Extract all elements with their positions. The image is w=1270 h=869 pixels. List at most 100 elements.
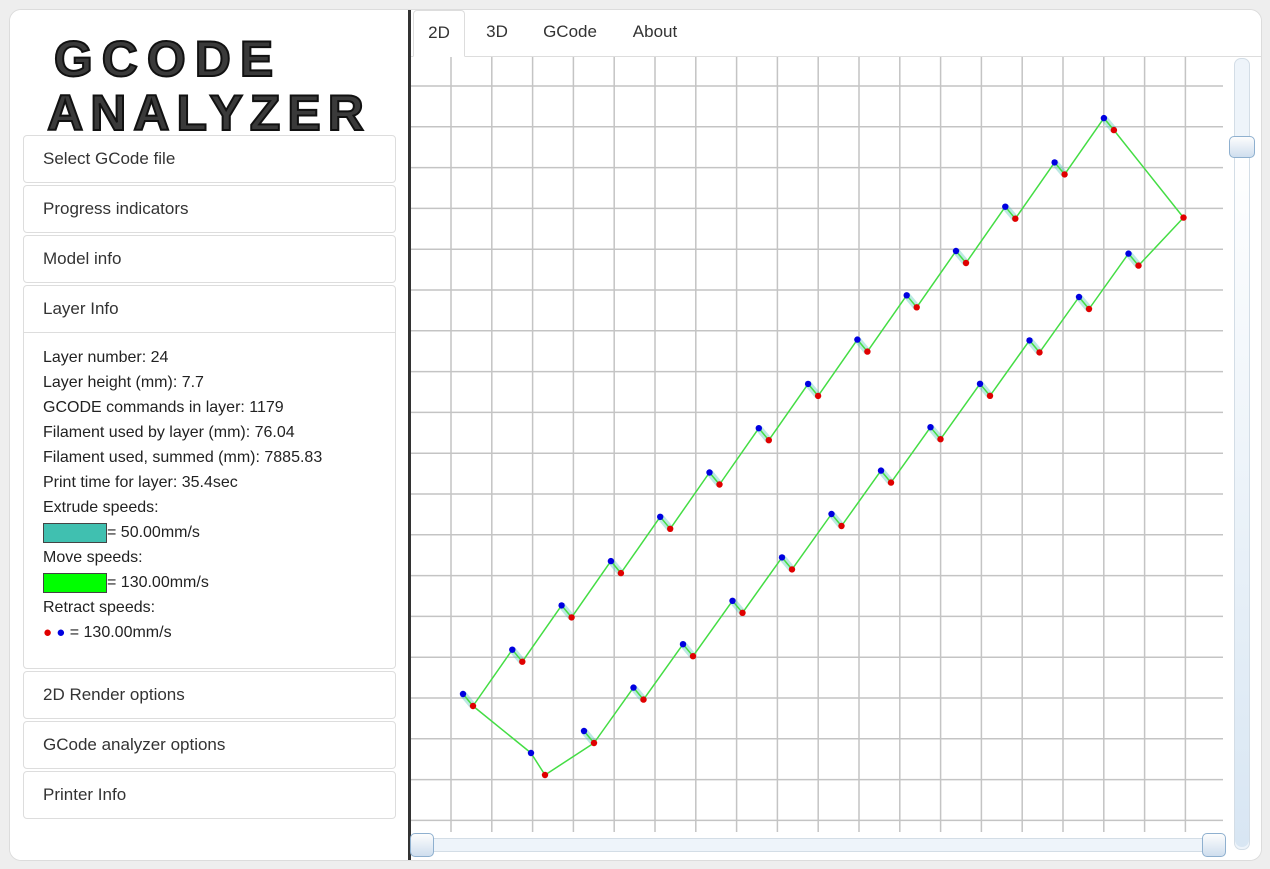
move-segment [620,516,661,574]
layer-slider-range [1235,149,1249,847]
retract-dot-blue [1125,250,1132,257]
retract-dot-blue [927,424,934,431]
move-segment [570,560,612,618]
layer-slider[interactable] [1229,58,1255,850]
move-segment [866,294,908,353]
layer-slider-handle[interactable] [1229,136,1255,158]
render-canvas[interactable] [411,57,1231,837]
move-segment [472,649,513,707]
retract-dot-blue [679,641,687,648]
render-options-heading[interactable]: 2D Render options [43,685,185,704]
logo-line2: ANALYZER [47,85,371,136]
retract-dot-blue [509,646,516,653]
retract-dot-blue [459,690,467,698]
retract-dot-red [541,771,549,779]
retract-dot-blue [729,597,736,604]
move-segment [1014,161,1056,220]
retract-dot-red [1085,305,1093,313]
retract-dot-blue [778,554,786,561]
retract-dot-blue [952,247,960,255]
retract-dot-blue [755,425,762,432]
layer-info-heading[interactable]: Layer Info [24,286,395,333]
retract-dots-icon: ● ● [43,624,66,641]
move-segment [965,206,1006,264]
tab-2d[interactable]: 2D [413,10,465,57]
move-speed-row: = 130.00mm/s [43,570,395,595]
move-speed-value: = 130.00mm/s [107,574,209,591]
retract-dot-blue [527,749,535,757]
range-end-handle[interactable] [1202,833,1226,857]
print-time-layer: Print time for layer: 35.4sec [43,474,238,491]
extrude-speeds-label: Extrude speeds: [43,499,159,516]
retract-dot-red [617,569,625,577]
move-segment [939,383,981,440]
move-segment [989,339,1031,397]
extrude-color-swatch [43,522,107,543]
main-area: 2D 3D GCode About [410,10,1261,860]
retract-dot-red [519,658,526,665]
filament-used-summed: Filament used, summed (mm): 7885.83 [43,449,323,466]
move-segment [768,383,809,441]
retract-dot-blue [976,380,984,387]
logo-line1: GCODE [54,31,282,87]
range-start-handle[interactable] [410,833,434,857]
retract-dot-red [568,614,575,621]
logo-line1-outline: GCODE [54,31,282,87]
tab-3d[interactable]: 3D [486,22,508,41]
retract-dot-blue [804,380,812,388]
move-segment [521,604,563,663]
progress-indicators-panel[interactable]: Progress indicators [23,185,396,233]
move-segment [593,687,635,744]
retract-speed-value: = 130.00mm/s [65,624,172,641]
move-segment [890,426,932,484]
tab-about[interactable]: About [632,22,678,41]
filament-used-layer: Filament used by layer (mm): 76.04 [43,424,295,441]
move-segment [1113,129,1185,219]
retract-dot-blue [558,602,565,609]
retract-dot-red [788,566,796,573]
retract-dot-red [1061,171,1068,178]
view-tabs: 2D 3D GCode About [411,10,1261,57]
move-segment [1137,217,1185,267]
retract-dot-red [838,522,845,530]
retract-dot-red [469,702,477,710]
retract-dot-red [716,481,723,488]
move-segment [544,742,595,776]
extrude-speed-row: = 50.00mm/s [43,520,395,545]
move-segment [692,600,734,657]
retract-dot-red [986,392,994,399]
retract-dot-blue [903,292,910,299]
render-options-panel[interactable]: 2D Render options [23,671,396,719]
move-segment [1063,117,1105,175]
retract-dot-red [1036,349,1043,356]
select-gcode-file-panel[interactable]: Select GCode file [23,135,396,183]
move-segment [669,472,711,530]
move-segment [791,513,833,570]
move-segment [916,250,957,308]
move-color-swatch [43,572,107,593]
move-speeds-label: Move speeds: [43,549,143,566]
extrude-speed-value: = 50.00mm/s [107,524,200,541]
retract-dot-blue [706,469,713,476]
model-info-panel[interactable]: Model info [23,235,396,283]
retract-dot-red [937,436,944,443]
move-segment [472,705,532,754]
select-gcode-file-heading[interactable]: Select GCode file [43,149,176,168]
model-info-heading[interactable]: Model info [43,249,122,268]
panel-divider[interactable] [408,10,411,860]
retract-dot-red [864,348,871,355]
retract-dot-blue [657,513,664,520]
printer-info-panel[interactable]: Printer Info [23,771,396,819]
progress-indicators-heading[interactable]: Progress indicators [43,199,189,218]
retract-dot-blue [1100,114,1108,122]
analyzer-options-panel[interactable]: GCode analyzer options [23,721,396,769]
retract-dot-red [1012,215,1019,222]
retract-dot-blue [580,727,588,735]
printer-info-heading[interactable]: Printer Info [43,785,127,804]
retract-dot-red [1180,214,1187,221]
command-range-slider[interactable] [410,833,1226,857]
retract-dot-blue [877,467,885,474]
analyzer-options-heading[interactable]: GCode analyzer options [43,735,226,754]
retract-dot-blue [828,510,835,518]
tab-gcode[interactable]: GCode [543,22,597,41]
